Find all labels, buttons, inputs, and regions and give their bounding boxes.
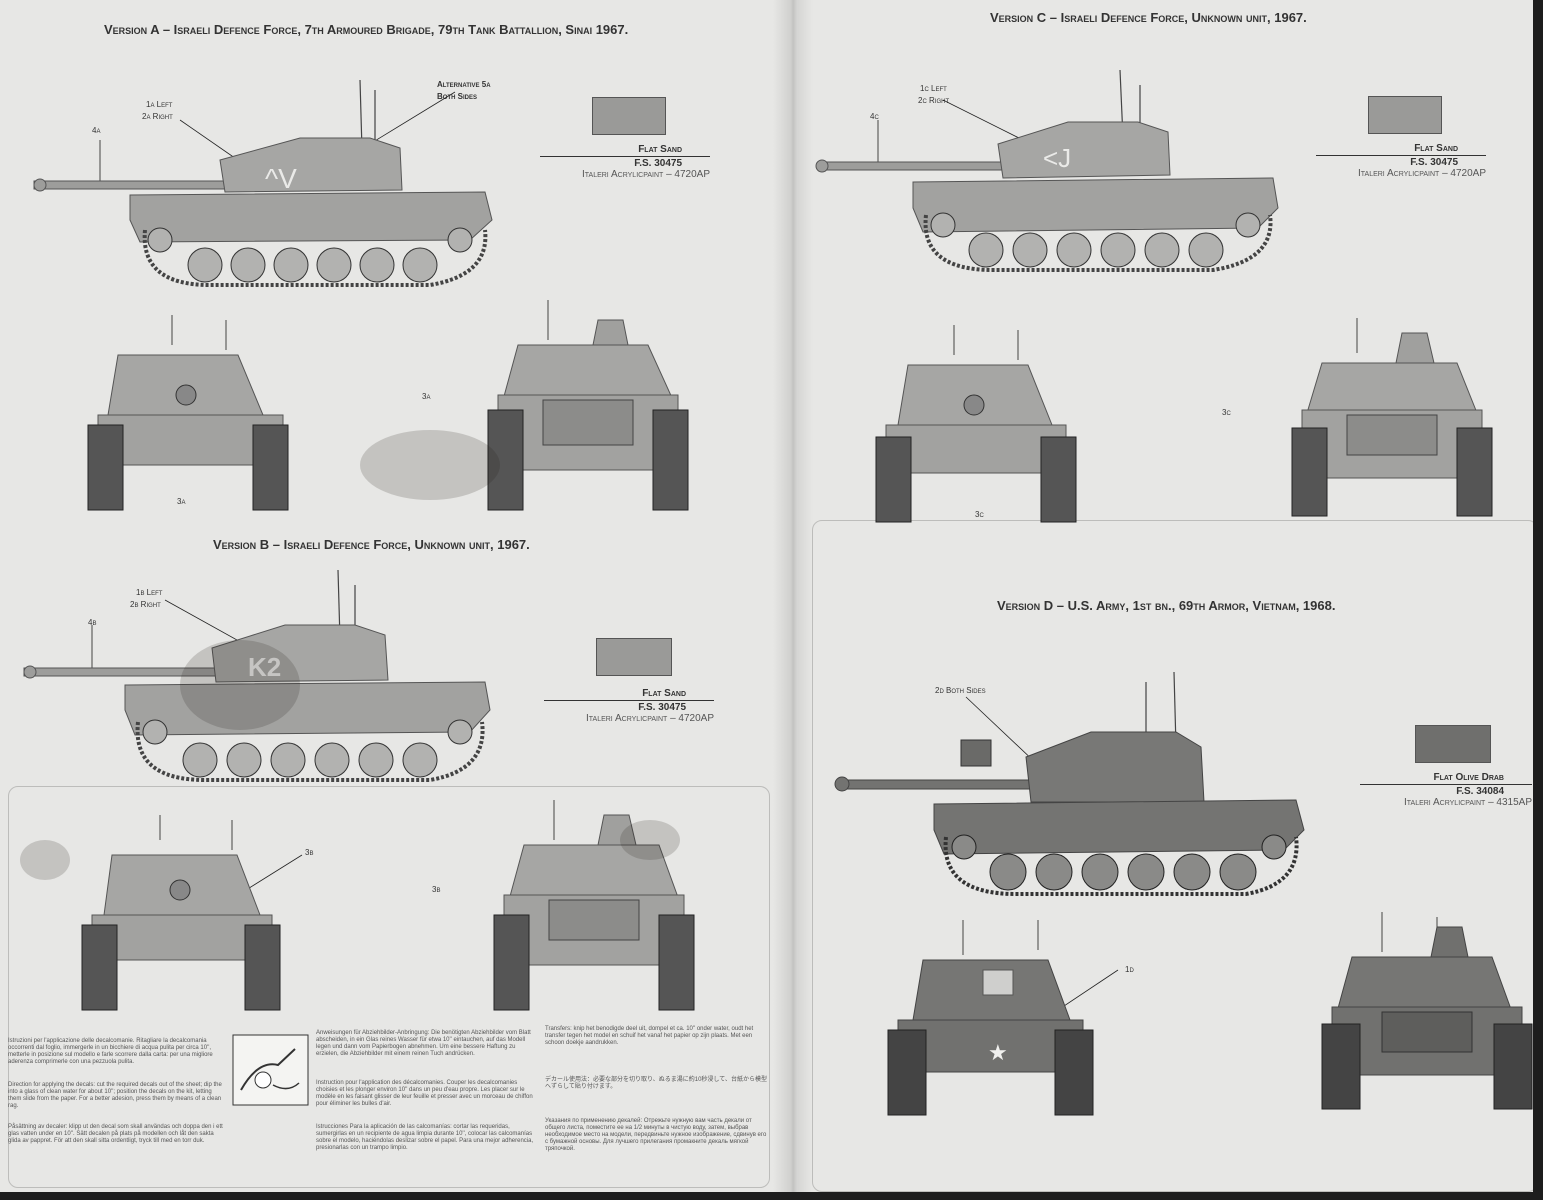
marking-1d-label: 1d: [1125, 965, 1134, 974]
marking-2c-label: 2c Right: [918, 96, 950, 105]
marking-1c-label: 1c Left: [920, 84, 947, 93]
marking-2d-label: 2d Both Sides: [935, 686, 986, 695]
paint-spec-a: Flat Sand F.S. 30475 Italeri Acrylicpain…: [540, 144, 710, 180]
paper-stain: [360, 430, 500, 500]
divider: [1360, 784, 1532, 785]
instructions-russian: Указания по применению декалей: Отрежьте…: [545, 1118, 767, 1152]
background-edge: [1533, 0, 1543, 1200]
tank-rear-view-b: [493, 800, 695, 1011]
tank-a-hull-marking: ^V: [265, 163, 297, 194]
tank-rear-view-c: [1291, 318, 1493, 517]
paint-fs-code: F.S. 34084: [1456, 786, 1504, 797]
paint-fs-code: F.S. 30475: [1410, 157, 1458, 168]
marking-3b-front-label: 3b: [305, 848, 314, 857]
instructions-french: Instruction pour l'application des décal…: [316, 1080, 533, 1107]
version-c-title: Version C – Israeli Defence Force, Unkno…: [990, 10, 1307, 25]
marking-3c-rear-label: 3c: [1222, 408, 1231, 417]
instructions-spanish: Istrucciones Para la aplicación de las c…: [316, 1124, 534, 1151]
marking-5a-sides-label: Both Sides: [437, 92, 478, 101]
marking-3a-rear-label: 3a: [422, 392, 431, 401]
tank-side-view-b: K2: [23, 569, 491, 782]
instructions-japanese: デカール使用法：必要な部分を切り取り、ぬるま湯に約10秒浸して、台紙から模型へず…: [545, 1077, 767, 1090]
decal-application-illustration: [232, 1034, 309, 1106]
background-edge: [0, 1192, 1543, 1200]
marking-3b-rear-label: 3b: [432, 885, 441, 894]
marking-5a-label: Alternative 5a: [437, 80, 491, 89]
marking-4c-label: 4c: [870, 112, 879, 121]
marking-4b-label: 4b: [88, 618, 97, 627]
paint-brand: Italeri Acrylicpaint – 4720AP: [585, 713, 714, 724]
tank-front-view-a: [87, 315, 289, 511]
flat-olive-drab-swatch: [1415, 725, 1491, 763]
tank-front-view-d: ★: [887, 920, 1119, 1116]
marking-3a-front-label: 3a: [177, 497, 186, 506]
paint-name: Flat Sand: [1414, 143, 1458, 154]
tank-c-hull-marking: <J: [1043, 143, 1071, 173]
tank-front-view-b: [81, 815, 303, 1011]
paint-name: Flat Sand: [642, 688, 686, 699]
marking-1b-label: 1b Left: [136, 588, 163, 597]
panel-outline-left: [8, 786, 770, 1188]
tank-rear-view-d: [1321, 912, 1533, 1110]
paint-brand: Italeri Acrylicpaint – 4315AP: [1403, 797, 1532, 808]
instructions-english: Direction for applying the decals: cut t…: [8, 1082, 222, 1109]
marking-2b-label: 2b Right: [130, 600, 161, 609]
paint-spec-c: Flat Sand F.S. 30475 Italeri Acrylicpain…: [1316, 143, 1486, 179]
version-a-title: Version A – Israeli Defence Force, 7th A…: [104, 22, 629, 37]
version-b-title: Version B – Israeli Defence Force, Unkno…: [213, 537, 530, 552]
divider: [1316, 155, 1486, 156]
marking-3c-front-label: 3c: [975, 510, 984, 519]
paper-stain: [180, 640, 300, 730]
tank-b-hull-marking: K2: [248, 652, 281, 682]
paint-name: Flat Sand: [638, 144, 682, 155]
paint-fs-code: F.S. 30475: [634, 158, 682, 169]
paint-brand: Italeri Acrylicpaint – 4720AP: [581, 169, 710, 180]
page-fold: [773, 0, 813, 1200]
tank-front-view-c: [875, 325, 1077, 523]
paper-stain: [20, 840, 70, 880]
divider: [540, 156, 710, 157]
tank-rear-view-a: [487, 300, 689, 511]
paper-stain: [620, 820, 680, 860]
flat-sand-swatch-b: [596, 638, 672, 676]
instructions-italian: Istruzioni per l'applicazione delle deca…: [8, 1038, 213, 1065]
marking-4a-label: 4a: [92, 126, 101, 135]
marking-2a-label: 2a Right: [142, 112, 173, 121]
tank-side-view-c: <J: [815, 69, 1279, 272]
tank-side-view-a: ^V: [33, 79, 493, 287]
paint-spec-b: Flat Sand F.S. 30475 Italeri Acrylicpain…: [544, 688, 714, 724]
paint-name: Flat Olive Drab: [1433, 772, 1504, 783]
instructions-dutch: Transfers: knip het benodigde deel uit, …: [545, 1026, 754, 1046]
paint-brand: Italeri Acrylicpaint – 4720AP: [1357, 168, 1486, 179]
white-star-icon: ★: [988, 1041, 1008, 1066]
instructions-german: Anweisungen für Abziehbilder-Anbringung:…: [316, 1030, 531, 1057]
tank-side-view-d: [834, 671, 1305, 896]
paint-spec-d: Flat Olive Drab F.S. 34084 Italeri Acryl…: [1360, 772, 1532, 808]
instructions-swedish: Påsättning av decaler: klipp ut den deca…: [8, 1124, 223, 1144]
divider: [544, 700, 714, 701]
version-d-title: Version D – U.S. Army, 1st bn., 69th Arm…: [997, 598, 1336, 613]
flat-sand-swatch-a: [592, 97, 666, 135]
marking-1a-label: 1a Left: [146, 100, 173, 109]
flat-sand-swatch-c: [1368, 96, 1442, 134]
paint-fs-code: F.S. 30475: [638, 702, 686, 713]
